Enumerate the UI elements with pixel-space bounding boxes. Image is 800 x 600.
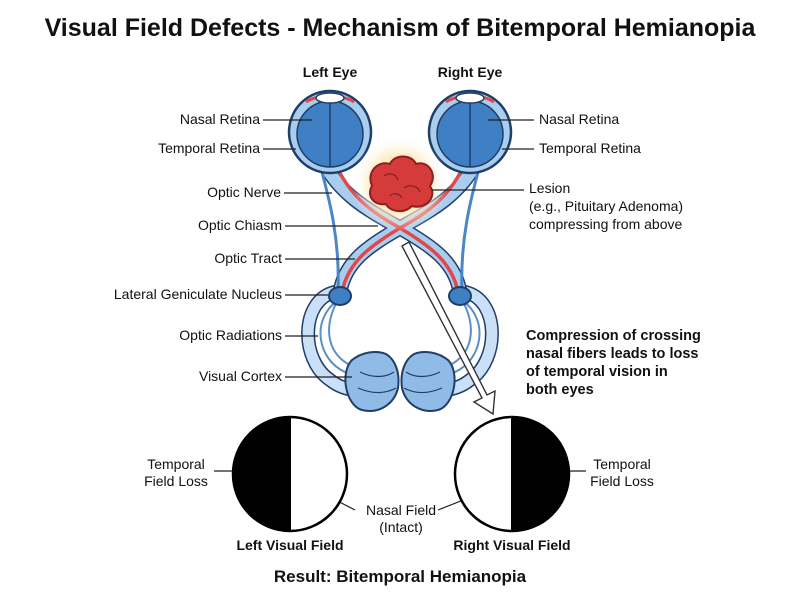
right-visual-field — [453, 415, 571, 533]
visual-cortex-right — [400, 351, 456, 412]
lesion-example-label: (e.g., Pituitary Adenoma) — [529, 198, 684, 214]
left-temporal-loss-line-2: Field Loss — [144, 473, 208, 489]
compression-note-line-3: of temporal vision in — [526, 364, 668, 380]
lgn-right — [448, 286, 472, 306]
result-label: Result: Bitemporal Hemianopia — [273, 567, 527, 586]
compression-arrow — [401, 241, 496, 416]
compression-note-line-1: Compression of crossing — [526, 328, 701, 344]
nasal-field-line-1: Nasal Field — [365, 502, 437, 518]
right-temporal-loss-line-2: Field Loss — [590, 473, 654, 489]
diagram-title: Visual Field Defects - Mechanism of Bite… — [44, 14, 756, 42]
compression-note-line-4: both eyes — [526, 382, 594, 398]
optic-tract-label: Optic Tract — [214, 250, 282, 266]
optic-radiations-label: Optic Radiations — [179, 327, 282, 343]
right-temporal-retina-label: Temporal Retina — [539, 140, 641, 156]
left-eye-label: Left Eye — [302, 64, 358, 80]
left-eyeball — [287, 89, 373, 175]
lgn-left — [328, 286, 352, 306]
left-temporal-retina-label: Temporal Retina — [158, 140, 260, 156]
compression-note-line-2: nasal fibers leads to loss — [526, 346, 699, 362]
visual-cortex-label: Visual Cortex — [198, 368, 282, 384]
visual-cortex-left — [344, 351, 400, 412]
left-nasal-retina-label: Nasal Retina — [179, 111, 260, 127]
right-visual-field-caption: Right Visual Field — [453, 537, 571, 553]
optic-chiasm-label: Optic Chiasm — [197, 217, 282, 233]
lgn-label: Lateral Geniculate Nucleus — [113, 286, 282, 302]
right-temporal-loss-line-1: Temporal — [593, 456, 651, 472]
lesion-mass — [352, 136, 448, 232]
lesion-description-label: compressing from above — [529, 216, 683, 232]
left-temporal-loss-line-1: Temporal — [147, 456, 205, 472]
nasal-field-line-2: (Intact) — [379, 519, 423, 535]
lesion-label: Lesion — [529, 180, 571, 196]
left-visual-field-caption: Left Visual Field — [236, 537, 344, 553]
right-eyeball — [427, 89, 513, 175]
optic-nerve-label: Optic Nerve — [207, 184, 281, 200]
left-visual-field — [231, 415, 349, 533]
right-eye-label: Right Eye — [437, 64, 503, 80]
right-nasal-retina-label: Nasal Retina — [539, 111, 620, 127]
